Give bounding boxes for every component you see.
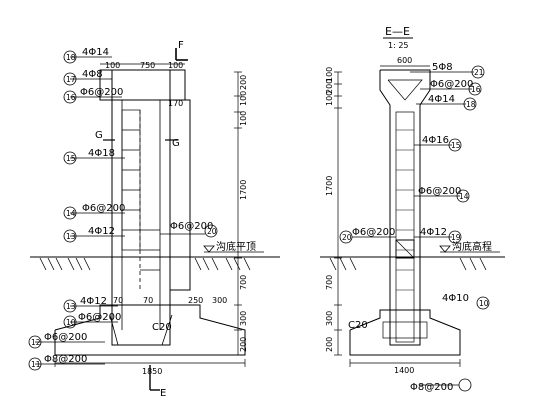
callout-num: 14 — [66, 209, 76, 218]
section-mark-e: E — [160, 388, 166, 399]
dim-vert: 100 — [239, 91, 248, 106]
callout-num: 15 — [451, 141, 461, 150]
callout-num: 17 — [66, 75, 76, 84]
callout-num: 13 — [66, 232, 76, 241]
callout-text: 4Φ16 — [422, 135, 449, 146]
dim-vert: 300 — [325, 311, 334, 326]
right-wing — [170, 99, 191, 291]
dim-vert: 700 — [239, 275, 248, 290]
dim-vert: 1700 — [325, 176, 334, 196]
base-footing — [54, 304, 246, 356]
dim-vert: 100 — [239, 111, 248, 126]
callout-text: 4Φ12 — [80, 296, 107, 307]
left-elevation-view — [30, 48, 280, 391]
base-footing-right — [349, 309, 461, 356]
callout-num: 15 — [66, 154, 76, 163]
callout-text: 4Φ12 — [420, 227, 447, 238]
concrete-grade-right: C20 — [348, 320, 368, 331]
column-outline — [379, 69, 431, 346]
bottom-callout-right: Φ8@200 — [410, 382, 453, 393]
dim-vert: 200 — [325, 79, 334, 94]
top-dim-right: 600 — [397, 56, 412, 65]
dim-top: 100 — [105, 61, 120, 70]
callout-num: 20 — [207, 227, 217, 236]
callout-text: Φ6@200 — [418, 186, 461, 197]
callout-num: 18 — [66, 53, 76, 62]
right-leaders — [352, 71, 474, 238]
cut-mark-g-right: G — [172, 138, 180, 149]
section-title: E—E — [385, 25, 410, 38]
right-section-view — [320, 65, 505, 367]
callout-text: Φ6@200 — [352, 227, 395, 238]
callout-num: 10 — [479, 299, 489, 308]
dim-vert: 200 — [239, 75, 248, 90]
callout-num: 16 — [471, 85, 481, 94]
dim-vert: 300 — [239, 311, 248, 326]
dim-top: 750 — [140, 61, 155, 70]
callout-num: 11 — [31, 360, 41, 369]
dim-bottom: 70 — [143, 296, 153, 305]
ground-label-right: 沟底高程 — [452, 240, 492, 253]
callout-text: Φ6@200 — [44, 332, 87, 343]
callout-text: Φ6@200 — [82, 203, 125, 214]
callout-text: 4Φ8 — [82, 69, 103, 80]
small-label: 170 — [168, 99, 183, 108]
left-leaders — [35, 56, 205, 365]
callout-text: Φ6@200 — [80, 87, 123, 98]
section-mark-f: F — [178, 40, 184, 51]
callout-num: 18 — [466, 100, 476, 109]
dim-vert: 100 — [325, 91, 334, 106]
dim-top: 100 — [168, 61, 183, 70]
callout-text: 4Φ14 — [428, 94, 455, 105]
callout-text: 5Φ8 — [432, 62, 453, 73]
callout-text: Φ6@200 — [78, 312, 121, 323]
callout-text: 4Φ18 — [88, 148, 115, 159]
bottom-dim-right: 1400 — [394, 366, 414, 375]
overall-width: 1850 — [142, 367, 162, 376]
dim-vert: 100 — [325, 67, 334, 82]
top-cap — [99, 69, 186, 101]
callout-num: 20 — [342, 233, 352, 242]
soil-hatch-left — [39, 257, 251, 271]
right-callout-circles — [339, 65, 490, 392]
section-scale: 1: 25 — [388, 41, 409, 50]
ground-label-left: 沟底平顶 — [216, 240, 256, 253]
callout-num: 13 — [66, 302, 76, 311]
callout-text: Φ6@200 — [430, 79, 473, 90]
dim-bottom: 300 — [212, 296, 227, 305]
callout-num: 12 — [31, 338, 41, 347]
dim-bottom: 70 — [113, 296, 123, 305]
callout-text: 4Φ10 — [442, 293, 469, 304]
cut-mark-g-left: G — [95, 130, 103, 141]
dim-vert: 200 — [325, 337, 334, 352]
callout-num: 14 — [459, 192, 469, 201]
soil-hatch-right — [329, 257, 487, 271]
callout-text: Φ6@200 — [170, 221, 213, 232]
callout-text: Φ8@200 — [44, 354, 87, 365]
callout-num: 10 — [66, 318, 76, 327]
callout-num: 21 — [474, 68, 484, 77]
dim-bottom: 250 — [188, 296, 203, 305]
callout-num: 16 — [66, 93, 76, 102]
left-callout-circles — [28, 50, 218, 371]
callout-text: 4Φ14 — [82, 47, 109, 58]
callout-num: 19 — [451, 233, 461, 242]
dim-vert: 200 — [239, 337, 248, 352]
concrete-grade: C20 — [152, 322, 172, 333]
stirrup-ladder-left — [121, 109, 160, 271]
dim-vert: 700 — [325, 275, 334, 290]
dim-vert: 1700 — [239, 180, 248, 200]
callout-text: 4Φ12 — [88, 226, 115, 237]
